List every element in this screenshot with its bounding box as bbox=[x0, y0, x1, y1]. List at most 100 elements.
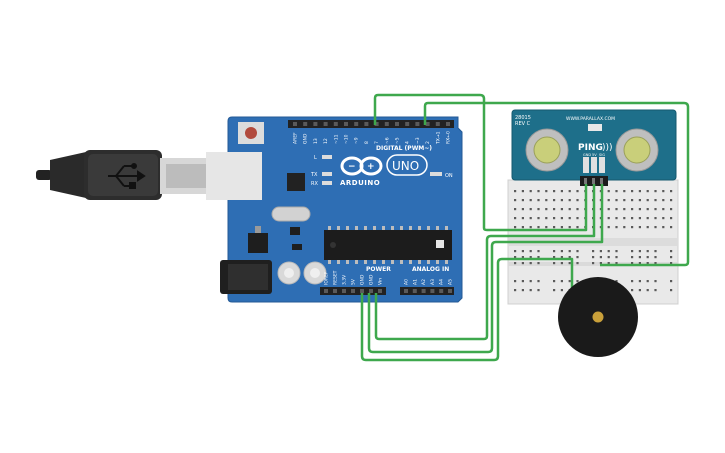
breadboard-hole[interactable] bbox=[631, 280, 634, 283]
breadboard-hole[interactable] bbox=[638, 256, 641, 259]
breadboard-hole[interactable] bbox=[615, 226, 618, 229]
breadboard-hole[interactable] bbox=[537, 256, 540, 259]
breadboard-hole[interactable] bbox=[521, 217, 524, 220]
breadboard-hole[interactable] bbox=[560, 217, 563, 220]
header-hole[interactable] bbox=[313, 122, 318, 126]
breadboard-hole[interactable] bbox=[646, 256, 649, 259]
breadboard-hole[interactable] bbox=[631, 250, 634, 253]
header-hole[interactable] bbox=[354, 122, 359, 126]
breadboard-hole[interactable] bbox=[560, 280, 563, 283]
breadboard-hole[interactable] bbox=[576, 262, 579, 265]
breadboard-hole[interactable] bbox=[607, 262, 610, 265]
breadboard-hole[interactable] bbox=[537, 190, 540, 193]
breadboard-hole[interactable] bbox=[576, 250, 579, 253]
header-hole[interactable] bbox=[333, 122, 338, 126]
breadboard-hole[interactable] bbox=[631, 289, 634, 292]
breadboard-hole[interactable] bbox=[646, 190, 649, 193]
breadboard-hole[interactable] bbox=[514, 199, 517, 202]
breadboard-hole[interactable] bbox=[670, 289, 673, 292]
breadboard-hole[interactable] bbox=[529, 256, 532, 259]
breadboard-hole[interactable] bbox=[662, 199, 665, 202]
breadboard-hole[interactable] bbox=[529, 280, 532, 283]
breadboard-hole[interactable] bbox=[537, 250, 540, 253]
breadboard-hole[interactable] bbox=[631, 262, 634, 265]
breadboard-hole[interactable] bbox=[537, 199, 540, 202]
header-hole[interactable] bbox=[384, 122, 389, 126]
breadboard-hole[interactable] bbox=[599, 262, 602, 265]
breadboard-hole[interactable] bbox=[623, 226, 626, 229]
breadboard-hole[interactable] bbox=[607, 217, 610, 220]
breadboard-hole[interactable] bbox=[615, 217, 618, 220]
breadboard-hole[interactable] bbox=[670, 199, 673, 202]
breadboard-hole[interactable] bbox=[638, 226, 641, 229]
breadboard-hole[interactable] bbox=[670, 217, 673, 220]
breadboard-hole[interactable] bbox=[568, 262, 571, 265]
breadboard-hole[interactable] bbox=[568, 226, 571, 229]
breadboard-hole[interactable] bbox=[638, 280, 641, 283]
breadboard-hole[interactable] bbox=[638, 190, 641, 193]
breadboard-hole[interactable] bbox=[670, 226, 673, 229]
header-hole[interactable] bbox=[323, 122, 328, 126]
breadboard-hole[interactable] bbox=[521, 208, 524, 211]
breadboard-hole[interactable] bbox=[545, 217, 548, 220]
breadboard-hole[interactable] bbox=[654, 208, 657, 211]
breadboard-hole[interactable] bbox=[592, 262, 595, 265]
breadboard-hole[interactable] bbox=[537, 217, 540, 220]
breadboard-hole[interactable] bbox=[638, 289, 641, 292]
breadboard-hole[interactable] bbox=[631, 199, 634, 202]
breadboard-hole[interactable] bbox=[576, 226, 579, 229]
header-hole[interactable] bbox=[378, 289, 382, 293]
breadboard-hole[interactable] bbox=[662, 190, 665, 193]
breadboard-hole[interactable] bbox=[514, 280, 517, 283]
breadboard-hole[interactable] bbox=[654, 256, 657, 259]
breadboard-hole[interactable] bbox=[568, 217, 571, 220]
breadboard-hole[interactable] bbox=[646, 217, 649, 220]
breadboard-hole[interactable] bbox=[592, 250, 595, 253]
breadboard-hole[interactable] bbox=[623, 199, 626, 202]
breadboard-hole[interactable] bbox=[553, 199, 556, 202]
breadboard-hole[interactable] bbox=[576, 199, 579, 202]
breadboard-hole[interactable] bbox=[638, 250, 641, 253]
header-hole[interactable] bbox=[421, 289, 426, 293]
breadboard-hole[interactable] bbox=[545, 199, 548, 202]
breadboard-hole[interactable] bbox=[670, 280, 673, 283]
breadboard-hole[interactable] bbox=[514, 250, 517, 253]
breadboard-hole[interactable] bbox=[529, 289, 532, 292]
breadboard-hole[interactable] bbox=[631, 256, 634, 259]
breadboard-hole[interactable] bbox=[529, 250, 532, 253]
header-hole[interactable] bbox=[303, 122, 308, 126]
breadboard-hole[interactable] bbox=[654, 289, 657, 292]
analog-header[interactable] bbox=[400, 287, 454, 295]
header-hole[interactable] bbox=[430, 289, 435, 293]
breadboard-hole[interactable] bbox=[654, 280, 657, 283]
header-hole[interactable] bbox=[435, 122, 440, 126]
breadboard-hole[interactable] bbox=[623, 217, 626, 220]
header-hole[interactable] bbox=[412, 289, 417, 293]
breadboard-hole[interactable] bbox=[631, 208, 634, 211]
header-hole[interactable] bbox=[405, 122, 410, 126]
wires[interactable] bbox=[360, 93, 690, 362]
breadboard-hole[interactable] bbox=[607, 208, 610, 211]
breadboard-hole[interactable] bbox=[646, 208, 649, 211]
breadboard-hole[interactable] bbox=[529, 262, 532, 265]
breadboard-hole[interactable] bbox=[568, 250, 571, 253]
breadboard-hole[interactable] bbox=[529, 226, 532, 229]
breadboard-hole[interactable] bbox=[514, 208, 517, 211]
header-hole[interactable] bbox=[333, 289, 337, 293]
header-hole[interactable] bbox=[364, 122, 369, 126]
breadboard-hole[interactable] bbox=[631, 190, 634, 193]
breadboard-hole[interactable] bbox=[553, 262, 556, 265]
breadboard-hole[interactable] bbox=[521, 289, 524, 292]
breadboard-hole[interactable] bbox=[560, 250, 563, 253]
breadboard-hole[interactable] bbox=[529, 199, 532, 202]
breadboard-hole[interactable] bbox=[537, 226, 540, 229]
breadboard-hole[interactable] bbox=[615, 262, 618, 265]
breadboard-hole[interactable] bbox=[521, 199, 524, 202]
reset-button[interactable] bbox=[238, 122, 264, 144]
header-hole[interactable] bbox=[439, 289, 444, 293]
header-hole[interactable] bbox=[395, 122, 399, 126]
breadboard-hole[interactable] bbox=[521, 226, 524, 229]
breadboard-hole[interactable] bbox=[646, 262, 649, 265]
breadboard-hole[interactable] bbox=[623, 208, 626, 211]
breadboard-hole[interactable] bbox=[615, 280, 618, 283]
